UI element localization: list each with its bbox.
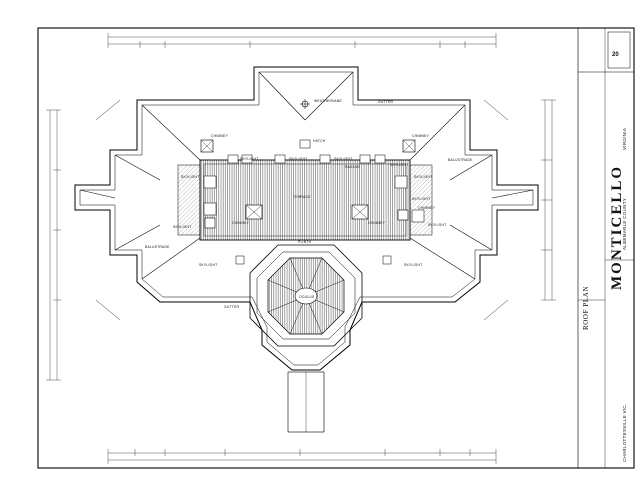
right-dimension-string [541,99,556,301]
balustrade-label-w: BALUSTRADE [145,245,170,249]
skylight-label-7: SKYLIGHT [173,225,191,229]
top-dimension-string [107,33,497,48]
balustrade-label-e: BALUSTRADE [448,158,473,162]
sheet-title: ROOF PLAN [582,285,590,330]
plinth-label: PLINTH [298,240,312,244]
terrace-deck [199,159,411,241]
location-right: VIRGINIA [622,127,627,150]
balustrade-west [177,164,201,236]
skylight-label-1: SKYLIGHT [240,157,258,161]
weathervane-label: WEATHERVANE [314,99,342,103]
chimney-label-ne: CHIMNEY [412,134,430,138]
gutter-label-bottom: GUTTER [224,305,239,309]
railing-label: RAILING [345,165,360,169]
gutter-label-top: GUTTER [378,100,393,104]
skylight-label-9: SKYLIGHT [199,263,217,267]
skylight-label-8: SKYLIGHT [428,223,446,227]
skylights [203,154,425,265]
chimney-label-e: CHIMNEY [418,206,436,210]
hip-lines [79,71,534,280]
address: CHARLOTTESVILLE VIC. [622,403,627,462]
skylight-label-10: SKYLIGHT [404,263,422,267]
terrace-label: TERRACE [293,195,311,199]
left-dimension-string [46,109,61,381]
skylight-label-6: SKYLIGHT [414,175,432,179]
chimney-label-se: CHIMNEY [368,221,386,225]
oculus-label: OCULUS [299,295,315,299]
sheet-number: 20 [612,52,619,58]
roof-inner-outline [79,71,534,366]
skylight-label-11: SKYLIGHT [412,197,430,201]
skylight-label-3: SKYLIGHT [334,157,352,161]
skylight-label-4: SKYLIGHT [390,163,408,167]
location-left: ALBEMARLE COUNTY [622,197,627,250]
chimney-label-nw: CHIMNEY [211,134,229,138]
hatch-label: HATCH [313,139,326,143]
skylight-label-2: SKYLIGHT [289,157,307,161]
bottom-dimension-string [107,449,497,464]
sheet-border [37,27,635,469]
dome-plinth [249,244,363,347]
title-block-divider [577,27,635,469]
oculus [294,287,318,305]
skylight-label-5: SKYLIGHT [181,175,199,179]
roof-outer-outline [74,66,539,371]
roof-hatch-top [299,139,311,149]
chimney-label-sw: CHIMNEY [232,221,250,225]
